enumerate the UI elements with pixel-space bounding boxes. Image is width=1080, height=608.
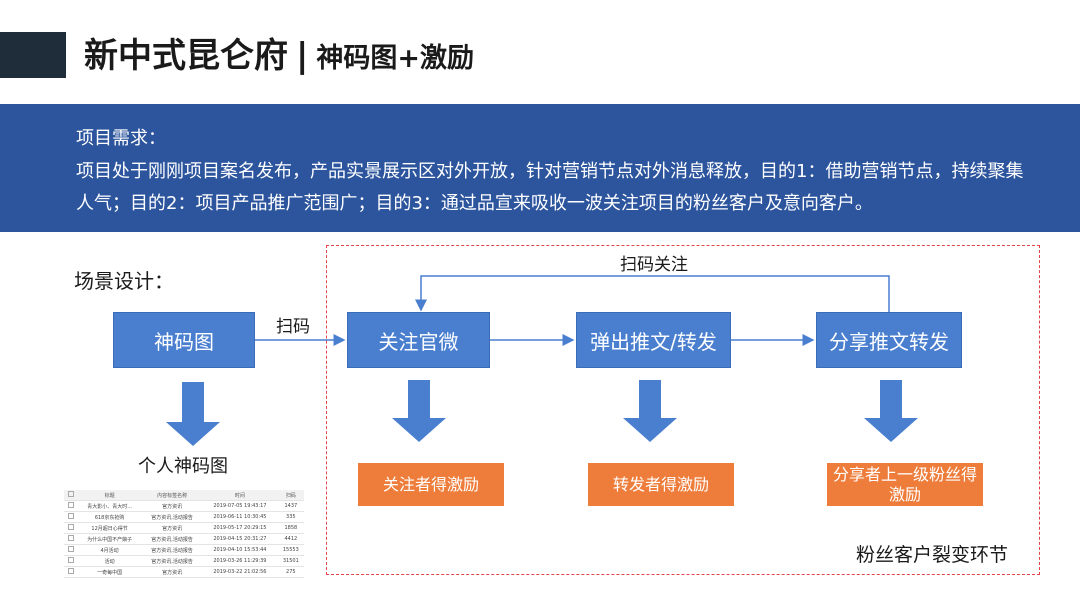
col-title: 标题 xyxy=(77,490,142,501)
table-cell: 2019-07-05 19:43:17 xyxy=(202,500,278,512)
table-cell: 15553 xyxy=(277,544,304,556)
flow-step3-box: 分享推文转发 xyxy=(816,312,962,368)
down-arrow-reward3 xyxy=(864,380,918,442)
col-scan: 扫码 xyxy=(277,490,304,501)
table-cell: 官方资讯,活动报告 xyxy=(141,511,203,523)
flow-step2-box: 弹出推文/转发 xyxy=(576,312,731,368)
scan-label: 扫码 xyxy=(276,317,310,337)
checkbox xyxy=(67,557,74,563)
table-cell: 2019-04-15 20:31:27 xyxy=(202,533,278,545)
checkbox xyxy=(67,546,74,552)
checkbox xyxy=(67,502,74,508)
requirements-label: 项目需求： xyxy=(76,128,166,149)
requirements-banner xyxy=(0,104,1080,232)
table-cell: 为什么中国不产娘子 xyxy=(77,533,142,545)
flow-step1-box: 关注官微 xyxy=(347,312,490,368)
loop-label: 扫码关注 xyxy=(620,255,688,275)
table-cell: 官方资讯 xyxy=(141,500,203,512)
col-tag: 内容标签名称 xyxy=(141,490,203,501)
checkbox xyxy=(67,524,74,530)
table-cell: 4412 xyxy=(277,533,304,545)
table-cell: 31501 xyxy=(277,555,304,567)
title-main: 新中式昆仑府 xyxy=(84,36,288,76)
fission-region-border xyxy=(326,245,1040,575)
checkbox xyxy=(67,491,74,497)
table-cell: 12月超日心得节 xyxy=(77,522,142,534)
table-cell: 275 xyxy=(277,566,304,578)
table-cell: 官方资讯 xyxy=(141,522,203,534)
table-cell: 1858 xyxy=(277,522,304,534)
table-header-row: 标题 内容标签名称 时间 扫码 xyxy=(64,490,304,501)
table-cell: 一奇每中国 xyxy=(77,566,142,578)
checkbox xyxy=(67,513,74,519)
title-subtitle: 神码图+激励 xyxy=(316,43,475,74)
checkbox xyxy=(67,535,74,541)
checkbox xyxy=(67,568,74,574)
fission-region-label: 粉丝客户裂变环节 xyxy=(856,544,1009,566)
table-cell: 2019-04-10 15:53:44 xyxy=(202,544,278,556)
table-cell: 2019-06-11 10:30:45 xyxy=(202,511,278,523)
table-cell: 青大影小、青大时... xyxy=(77,500,142,512)
table-cell: 官方资讯,活动报告 xyxy=(141,544,203,556)
table-cell: 官方资讯 xyxy=(141,566,203,578)
table-cell: 618京东抢购 xyxy=(77,511,142,523)
table-cell: 活动 xyxy=(77,555,142,567)
reward-forwarder-box: 转发者得激励 xyxy=(588,463,734,506)
table-cell: 2019-03-22 21:02:56 xyxy=(202,566,278,578)
loop-arrow xyxy=(415,275,890,313)
table-cell: 2019-03-26 11:29:39 xyxy=(202,555,278,567)
flow-start-box: 神码图 xyxy=(113,312,255,368)
page-title: 新中式昆仑府|神码图+激励 xyxy=(84,30,474,82)
reward-sharer-box: 分享者上一级粉丝得激励 xyxy=(827,463,983,506)
down-arrow-reward2 xyxy=(623,380,677,442)
scene-design-label: 场景设计： xyxy=(74,269,174,293)
personal-code-label: 个人神码图 xyxy=(138,456,228,477)
table-cell: 2019-05-17 20:29:15 xyxy=(202,522,278,534)
reward-follower-box: 关注者得激励 xyxy=(358,463,504,506)
table-cell: 4月活动 xyxy=(77,544,142,556)
table-cell: 335 xyxy=(277,511,304,523)
requirements-text: 项目处于刚刚项目案名发布，产品实景展示区对外开放，针对营销节点对外消息释放，目的… xyxy=(76,161,1024,214)
down-arrow-personal xyxy=(166,382,220,446)
table-cell: 官方资讯,活动报告 xyxy=(141,533,203,545)
table-cell: 官方资讯,活动报告 xyxy=(141,555,203,567)
title-separator: | xyxy=(296,36,309,76)
down-arrow-reward1 xyxy=(392,380,446,442)
col-time: 时间 xyxy=(202,490,278,501)
header-accent-block xyxy=(0,32,66,78)
table-cell: 1437 xyxy=(277,500,304,512)
